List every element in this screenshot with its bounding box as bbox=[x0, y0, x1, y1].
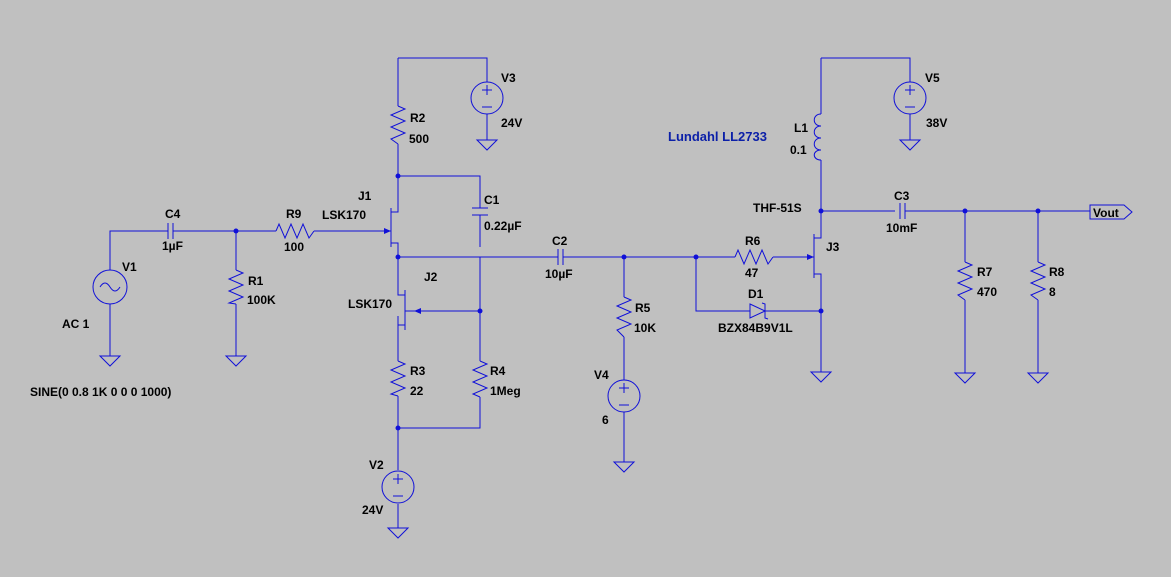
r3-resistor[interactable] bbox=[389, 360, 407, 397]
r5-resistor[interactable] bbox=[615, 296, 633, 338]
transformer-note: Lundahl LL2733 bbox=[668, 129, 767, 144]
j3-name: J3 bbox=[826, 240, 840, 254]
r8-ground bbox=[1026, 372, 1050, 384]
j3-value: THF-51S bbox=[753, 201, 802, 215]
v2-name: V2 bbox=[369, 458, 384, 472]
r9-value: 100 bbox=[284, 240, 304, 254]
r4-resistor[interactable] bbox=[471, 360, 489, 398]
v1-value: AC 1 bbox=[62, 317, 90, 331]
r7-name: R7 bbox=[977, 265, 993, 279]
r2-resistor[interactable] bbox=[389, 105, 407, 145]
r9-resistor[interactable] bbox=[275, 222, 315, 240]
c2-name: C2 bbox=[552, 234, 568, 248]
r3-name: R3 bbox=[410, 364, 426, 378]
r8-resistor[interactable] bbox=[1029, 261, 1047, 301]
v4-ground bbox=[612, 461, 636, 473]
l1-inductor[interactable] bbox=[813, 113, 822, 161]
j1-jfet[interactable] bbox=[380, 195, 399, 247]
r3-value: 22 bbox=[410, 384, 424, 398]
r1-resistor[interactable] bbox=[227, 269, 245, 305]
j3-ground bbox=[809, 371, 833, 383]
v5-name: V5 bbox=[925, 71, 940, 85]
input-wires bbox=[109, 228, 380, 356]
v1-ac-source[interactable] bbox=[92, 269, 128, 305]
r2-name: R2 bbox=[410, 111, 426, 125]
l1-value: 0.1 bbox=[790, 143, 807, 157]
c3-capacitor[interactable] bbox=[899, 203, 906, 219]
r1-value: 100K bbox=[247, 293, 276, 307]
r7-value: 470 bbox=[977, 285, 997, 299]
j2-name: J2 bbox=[424, 270, 438, 284]
c2-bias-wires bbox=[553, 254, 750, 462]
r2-value: 500 bbox=[409, 132, 429, 146]
v1-name: V1 bbox=[122, 260, 137, 274]
j1-value: LSK170 bbox=[322, 208, 366, 222]
v5-value: 38V bbox=[926, 116, 947, 130]
j3-jfet[interactable] bbox=[803, 232, 822, 280]
v3-dc-source[interactable] bbox=[470, 81, 504, 115]
j2-value: LSK170 bbox=[348, 297, 392, 311]
r4-value: 1Meg bbox=[490, 384, 521, 398]
c1-capacitor[interactable] bbox=[472, 207, 488, 216]
c1-name: C1 bbox=[484, 193, 500, 207]
j1-name: J1 bbox=[358, 189, 372, 203]
r6-resistor[interactable] bbox=[734, 248, 774, 266]
c1-value: 0.22µF bbox=[484, 219, 522, 233]
r9-name: R9 bbox=[286, 207, 302, 221]
v2-ground bbox=[386, 527, 410, 539]
j2-jfet[interactable] bbox=[397, 278, 424, 330]
v2-dc-source[interactable] bbox=[381, 470, 415, 504]
j1-j2-wires bbox=[395, 57, 553, 528]
v1-directive: SINE(0 0.8 1K 0 0 0 1000) bbox=[30, 385, 171, 399]
r4-name: R4 bbox=[490, 364, 506, 378]
d1-name: D1 bbox=[748, 287, 764, 301]
v4-name: V4 bbox=[594, 368, 609, 382]
v2-value: 24V bbox=[362, 503, 383, 517]
c3-name: C3 bbox=[894, 189, 910, 203]
r6-value: 47 bbox=[745, 266, 759, 280]
vout-port[interactable]: Vout bbox=[1089, 204, 1133, 220]
r5-name: R5 bbox=[635, 301, 651, 315]
d1-zener-diode[interactable] bbox=[749, 302, 769, 320]
r1-ground bbox=[224, 355, 248, 367]
r8-name: R8 bbox=[1049, 265, 1065, 279]
r6-name: R6 bbox=[745, 234, 761, 248]
c2-capacitor[interactable] bbox=[557, 249, 564, 265]
v5-dc-source[interactable] bbox=[893, 81, 927, 115]
c4-value: 1µF bbox=[162, 239, 183, 253]
r7-resistor[interactable] bbox=[956, 261, 974, 301]
r5-value: 10K bbox=[634, 321, 656, 335]
v3-name: V3 bbox=[501, 71, 516, 85]
v4-dc-source[interactable] bbox=[607, 379, 641, 413]
c4-name: C4 bbox=[165, 207, 181, 221]
r1-name: R1 bbox=[248, 274, 264, 288]
c4-capacitor[interactable] bbox=[163, 223, 177, 239]
v1-ground bbox=[98, 355, 122, 367]
v3-ground bbox=[475, 139, 499, 151]
output-wires bbox=[765, 57, 1090, 373]
l1-name: L1 bbox=[794, 121, 808, 135]
c3-value: 10mF bbox=[886, 221, 917, 235]
v4-value: 6 bbox=[602, 413, 609, 427]
r8-value: 8 bbox=[1049, 285, 1056, 299]
component-labels: V1 AC 1 SINE(0 0.8 1K 0 0 0 1000) C4 1µF… bbox=[30, 71, 1065, 517]
d1-value: BZX84B9V1L bbox=[718, 321, 793, 335]
c2-value: 10µF bbox=[545, 267, 573, 281]
v3-value: 24V bbox=[501, 116, 522, 130]
v5-ground bbox=[898, 139, 922, 151]
vout-label: Vout bbox=[1093, 206, 1119, 220]
r7-ground bbox=[953, 372, 977, 384]
